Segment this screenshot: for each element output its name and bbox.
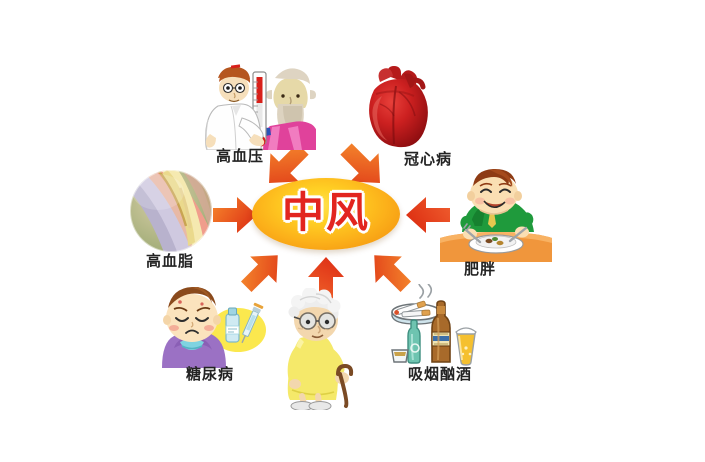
center-node-stroke: 中风 [252,178,400,250]
arrow-from-old-age-icon [308,257,344,305]
sick-child-with-insulin-icon [162,286,266,368]
doctor-measuring-blood-pressure-icon [205,62,316,150]
node-label-diabetes: 糖尿病 [185,365,234,383]
arrow-from-hyperlipidemia-icon [213,197,257,233]
arrow-from-smoking-drinking-icon [374,255,412,293]
arrow-from-diabetes-icon [240,255,278,293]
center-label: 中风 [281,187,370,237]
overweight-man-eating-icon [440,168,552,262]
elderly-woman-with-cane-icon [287,288,354,410]
anatomical-heart-icon [369,66,428,148]
arrow-from-hypertension-icon [269,143,309,183]
node-label-hypertension: 高血压 [215,147,264,165]
cigarettes-and-alcohol-icon [391,284,477,366]
arrow-from-coronary-heart-disease-icon [340,143,380,183]
clogged-artery-cross-section-icon [129,169,213,253]
node-label-coronary-heart-disease: 冠心病 [403,150,452,168]
node-label-obesity: 肥胖 [463,260,496,278]
node-label-hyperlipidemia: 高血脂 [145,252,194,270]
center-oval-shape [252,178,400,250]
arrow-from-obesity-icon [406,197,450,233]
node-label-smoking-drinking: 吸烟酗酒 [407,365,472,383]
